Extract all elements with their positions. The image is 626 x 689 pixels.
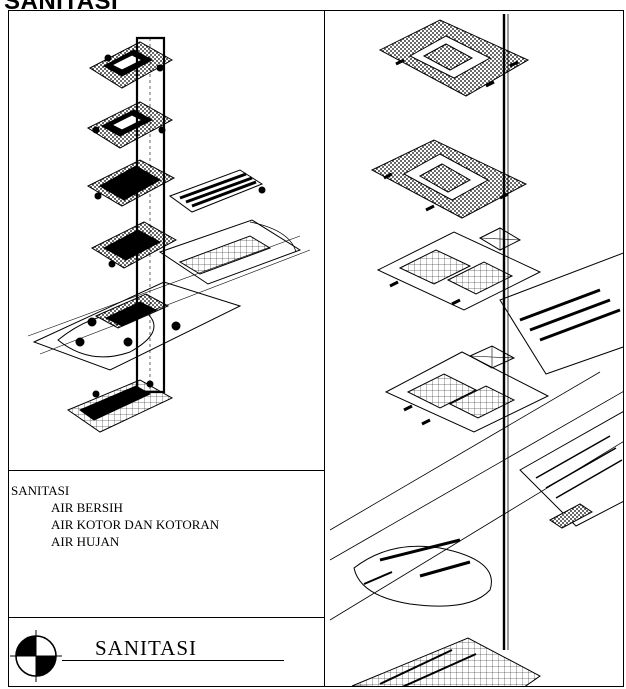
legend-heading: SANITASI <box>11 483 70 498</box>
left-riser <box>135 36 166 394</box>
left-level-3 <box>86 159 266 213</box>
legend: SANITASI AIR BERSIH AIR KOTOR DAN KOTORA… <box>11 482 219 550</box>
right-floor-1 <box>378 19 530 97</box>
drawing-frame <box>8 10 624 687</box>
right-floor-4 <box>384 345 550 433</box>
plate-title: SANITASI <box>95 636 197 660</box>
legend-item-air-bersih: AIR BERSIH <box>51 500 123 515</box>
right-site-slab <box>329 252 623 621</box>
page-title: SANITASI <box>4 0 119 15</box>
left-level-4 <box>90 219 302 285</box>
panel-divider <box>324 10 325 687</box>
title-block-divider <box>8 617 325 618</box>
left-level-2 <box>86 101 174 149</box>
right-floor-2 <box>370 139 528 219</box>
right-floor-3 <box>376 227 542 311</box>
right-floor-bottom <box>351 637 541 686</box>
legend-item-air-hujan: AIR HUJAN <box>51 534 120 549</box>
plate-title-rule <box>62 660 284 661</box>
legend-item-air-kotor: AIR KOTOR DAN KOTORAN <box>51 517 220 532</box>
legend-divider <box>8 470 325 471</box>
right-riser <box>502 14 509 650</box>
left-level-1 <box>88 41 174 89</box>
